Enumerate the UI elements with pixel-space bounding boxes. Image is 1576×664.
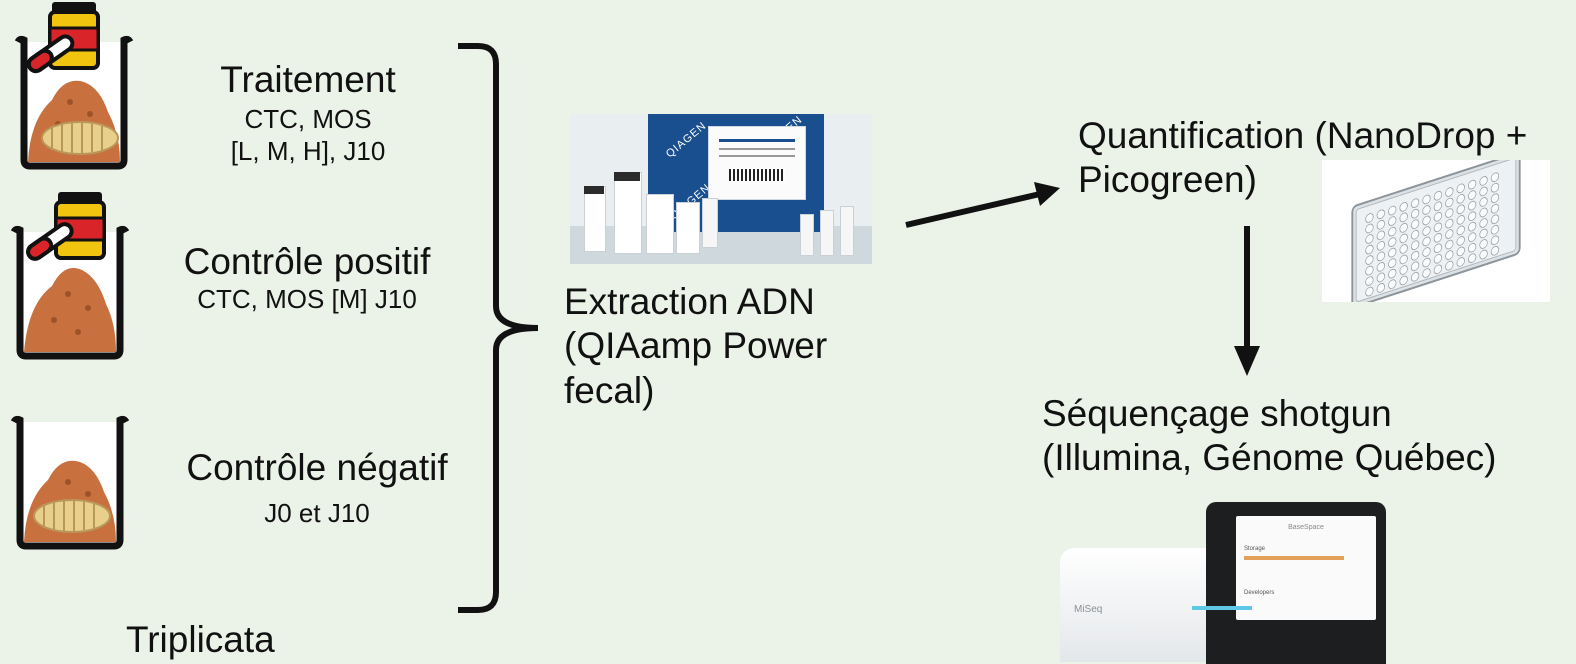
negative-control-title: Contrôle négatif <box>186 447 448 488</box>
positive-control-group: Contrôle positif CTC, MOS [M] J10 <box>150 240 464 316</box>
negative-control-beaker-icon <box>10 415 130 550</box>
grouping-brace <box>458 43 539 613</box>
sequencer-front: BaseSpace Storage Developers <box>1192 502 1386 664</box>
positive-control-beaker-icon <box>10 192 130 360</box>
status-light <box>1192 606 1252 610</box>
kit-bottle <box>646 194 674 254</box>
positive-control-title: Contrôle positif <box>183 241 431 282</box>
treatment-beaker-icon <box>14 2 134 170</box>
sequencer-screen: BaseSpace Storage Developers <box>1236 516 1376 620</box>
arrow-quantification-to-sequencing <box>1234 226 1260 376</box>
kit-bottle <box>584 186 606 252</box>
kit-tube <box>820 210 834 256</box>
replicates-label: Triplicata <box>126 619 275 660</box>
treatment-group: Traitement CTC, MOS [L, M, H], J10 <box>168 58 448 167</box>
treatment-detail-2: [L, M, H], J10 <box>230 135 386 166</box>
negative-control-group: Contrôle négatif J0 et J10 <box>150 446 484 530</box>
treatment-title: Traitement <box>220 59 396 100</box>
negative-control-detail: J0 et J10 <box>264 498 370 529</box>
quantification-label: Quantification (NanoDrop + Picogreen) <box>1078 115 1528 201</box>
kit-tube <box>702 198 718 248</box>
kit-bottle <box>676 202 700 254</box>
kit-tube <box>800 214 814 256</box>
microplate-icon <box>1322 160 1550 302</box>
extraction-label: Extraction ADN (QIAamp Power fecal) <box>564 281 828 411</box>
sequencer-image: MiSeq BaseSpace Storage Developers <box>1060 502 1390 664</box>
extraction-kit-image: QIAGEN QIAGEN QIAGEN <box>570 114 872 264</box>
storage-bar <box>1244 556 1344 560</box>
kit-tube <box>840 206 854 256</box>
kit-box: QIAGEN QIAGEN QIAGEN <box>648 114 824 232</box>
arrow-extraction-to-quantification <box>905 182 1060 228</box>
treatment-detail-1: CTC, MOS <box>244 104 372 135</box>
positive-control-detail: CTC, MOS [M] J10 <box>197 284 417 315</box>
kit-bottle <box>614 172 642 254</box>
sequencer-body: MiSeq <box>1060 548 1218 662</box>
sequencing-label: Séquençage shotgun (Illumina, Génome Qué… <box>1042 393 1497 479</box>
kit-box-label <box>708 126 806 200</box>
